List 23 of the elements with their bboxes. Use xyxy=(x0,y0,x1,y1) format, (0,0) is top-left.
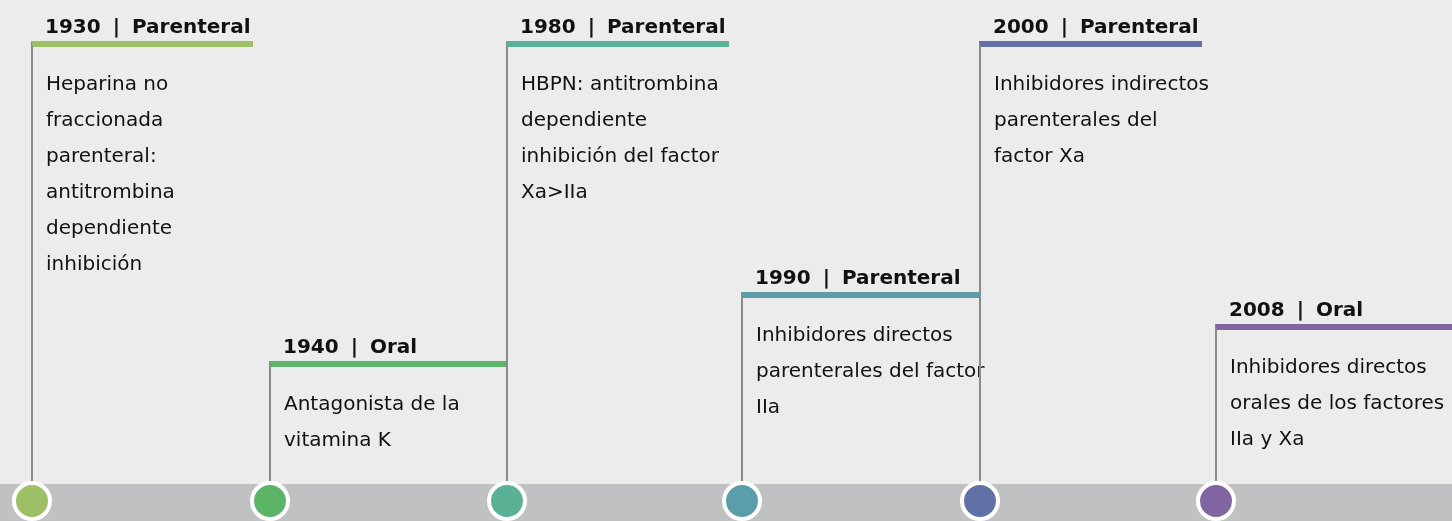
timeline-dot xyxy=(12,481,52,521)
connector-line xyxy=(506,470,508,482)
description-text: Inhibidores indirectos parenterales del factor Xa xyxy=(994,71,1209,167)
year-route-heading: 1930 | Parenteral xyxy=(44,13,252,40)
connector-line xyxy=(979,470,981,482)
year-route-heading: 1990 | Parenteral xyxy=(754,264,962,291)
description-text: Inhibidores directos orales de los factores IIa y Xa xyxy=(1230,354,1445,450)
connector-line xyxy=(741,470,743,482)
timeline-dot xyxy=(487,481,527,521)
timeline-dot xyxy=(1196,481,1236,521)
year-route-heading: 1940 | Oral xyxy=(282,333,419,360)
connector-line xyxy=(269,470,271,482)
connector-line xyxy=(31,470,33,482)
description-text: Antagonista de la vitamina K xyxy=(284,391,460,451)
description-text: Heparina no fraccionada parenteral: antitrombina dependiente inhibición xyxy=(46,71,175,275)
connector-line xyxy=(1215,470,1217,482)
timeline-dot xyxy=(722,481,762,521)
year-route-heading: 2008 | Oral xyxy=(1228,296,1365,323)
year-route-heading: 1980 | Parenteral xyxy=(519,13,727,40)
description-text: HBPN: antitrombina dependiente inhibición del factor Xa>IIa xyxy=(521,71,720,203)
timeline-dot xyxy=(250,481,290,521)
year-route-heading: 2000 | Parenteral xyxy=(992,13,1200,40)
timeline-dot xyxy=(960,481,1000,521)
